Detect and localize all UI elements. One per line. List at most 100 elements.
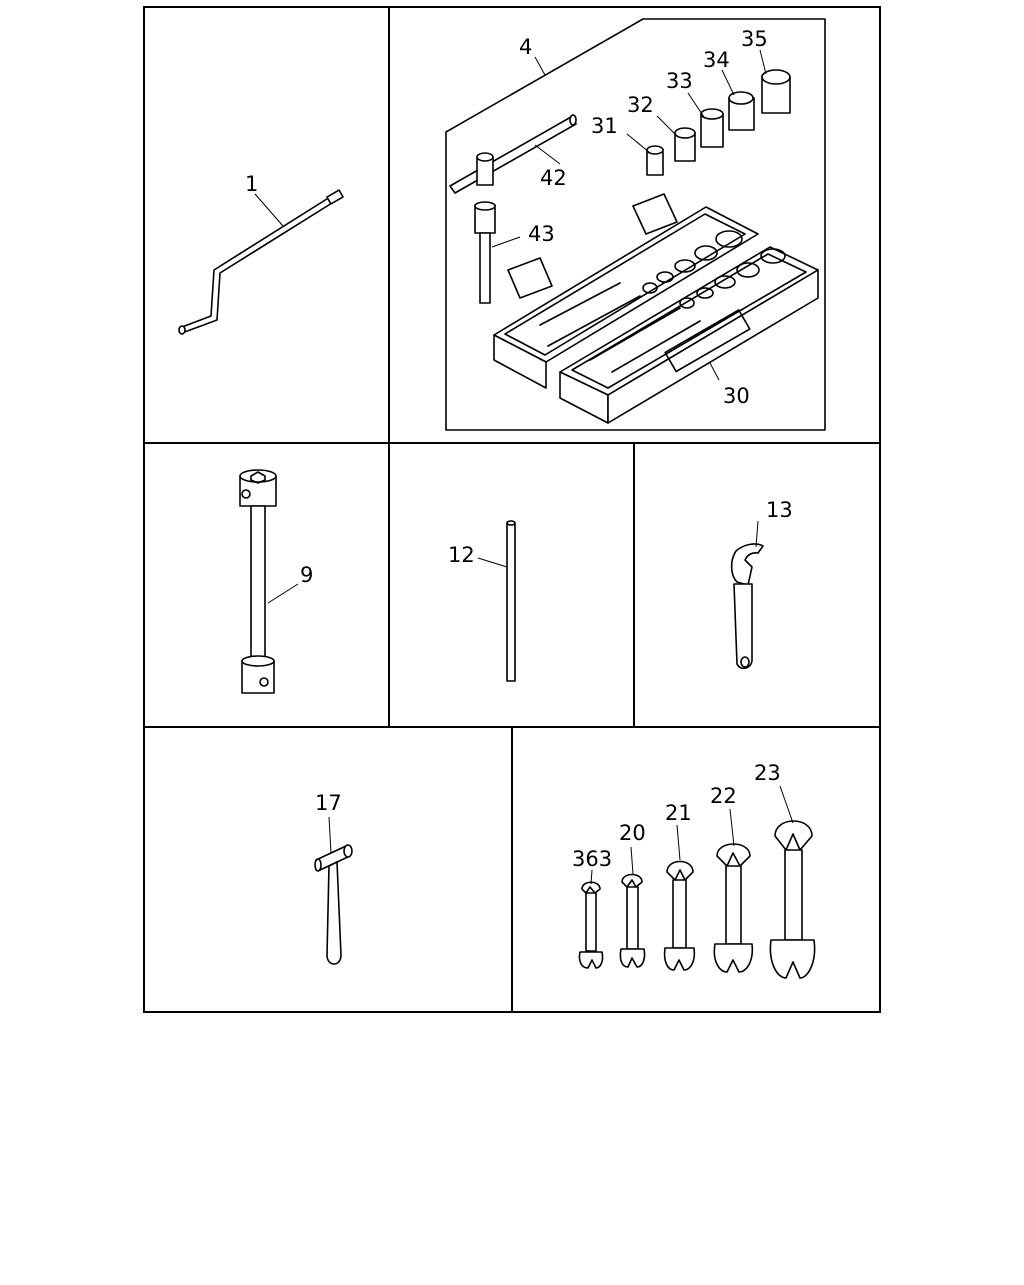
case-latch-right — [632, 193, 678, 235]
leader-363 — [590, 869, 593, 885]
case-lid-slots — [539, 282, 641, 347]
spanner-21-bottom-jaw — [663, 947, 696, 971]
callout-4: 4 — [519, 35, 532, 59]
adjustable-wrench-hole — [740, 656, 750, 668]
case-base-hole-4 — [736, 262, 760, 278]
tool-case-part: 30 — [493, 193, 819, 424]
case-base-hole-3 — [714, 275, 736, 289]
extension-bar-part: 43 — [474, 201, 555, 304]
leader-42 — [534, 144, 561, 165]
case-base-hole-5 — [760, 248, 786, 264]
wheel-brace-rod-a — [181, 196, 331, 328]
case-base-slots — [589, 307, 701, 373]
spanner-363-top-jaw — [581, 881, 601, 894]
callout-21: 21 — [665, 801, 692, 825]
extension-bar-shaft — [479, 232, 491, 304]
case-hole-4 — [694, 245, 718, 261]
tee-handle-part: 42 — [449, 114, 577, 194]
spanner-21-part: 21 — [663, 801, 696, 971]
bar-12-part: 12 — [448, 520, 516, 682]
tool-case-set: 4 42 43 31 32 — [445, 18, 826, 431]
case-base-front — [607, 269, 819, 424]
spanner-363-shaft — [585, 892, 597, 952]
box-wrench-top-rim — [239, 469, 277, 483]
callout-34: 34 — [703, 48, 730, 72]
hammer-peen — [343, 844, 353, 858]
adjustable-wrench-part: 13 — [730, 498, 793, 670]
box-wrench-bottom-hole — [259, 677, 269, 687]
socket-33-part: 33 — [666, 69, 724, 148]
callout-23: 23 — [754, 761, 781, 785]
socket-34-top — [728, 91, 754, 105]
callout-9: 9 — [300, 563, 313, 587]
bar-12-rod — [506, 522, 516, 682]
leader-4 — [534, 56, 546, 76]
bar-12-top — [506, 520, 516, 526]
panel-grid — [143, 6, 881, 1013]
box-wrench-hex — [250, 471, 266, 484]
adjustable-wrench-handle — [733, 583, 753, 670]
spanner-20-top-jaw — [621, 873, 643, 888]
callout-43: 43 — [528, 222, 555, 246]
leader-21 — [676, 824, 681, 861]
leader-12 — [477, 557, 508, 568]
spanner-22-top-jaw — [716, 843, 751, 867]
case-hole-2 — [656, 271, 674, 283]
spanner-22-shaft — [725, 865, 742, 945]
callout-17: 17 — [315, 791, 342, 815]
wheel-brace-rod-b — [181, 202, 333, 334]
case-base-hole-1 — [679, 297, 695, 309]
hammer-handle — [326, 861, 342, 965]
spanner-20-shaft — [626, 886, 639, 950]
leader-32 — [656, 115, 678, 137]
case-base-rim — [571, 253, 807, 389]
leader-23 — [779, 785, 794, 824]
spanner-set: 363 20 21 22 — [572, 761, 816, 979]
leader-22 — [729, 808, 735, 847]
hammer-part: 17 — [314, 791, 353, 965]
box-wrench-top-hole — [241, 489, 251, 499]
spanner-20-part: 20 — [619, 821, 646, 968]
leader-34 — [721, 69, 735, 96]
socket-33-top — [700, 108, 724, 120]
callout-22: 22 — [710, 784, 737, 808]
leader-30 — [709, 362, 720, 381]
tee-handle-bar-end — [569, 114, 577, 126]
wheel-brace-end — [178, 325, 186, 335]
spanner-363-part: 363 — [572, 847, 612, 969]
callout-12: 12 — [448, 543, 475, 567]
spanner-23-shaft — [784, 849, 803, 941]
wheel-brace-tip — [326, 189, 344, 205]
leader-35 — [759, 49, 767, 75]
spanner-22-part: 22 — [710, 784, 754, 973]
callout-363: 363 — [572, 847, 612, 871]
case-hole-3 — [674, 259, 696, 273]
spanner-22-bottom-jaw — [713, 943, 754, 973]
leader-17 — [328, 816, 332, 854]
tool-set-inset-frame — [445, 18, 826, 431]
callout-35: 35 — [741, 27, 768, 51]
spanner-23-top-jaw — [774, 820, 813, 851]
callout-30: 30 — [723, 384, 750, 408]
spanner-363-bottom-jaw — [578, 951, 604, 969]
callout-20: 20 — [619, 821, 646, 845]
leader-13 — [755, 520, 759, 548]
wheel-brace-part: 1 — [178, 172, 344, 335]
callout-31: 31 — [591, 114, 618, 138]
hammer-face — [314, 858, 322, 872]
spanner-23-bottom-jaw — [769, 939, 816, 979]
leader-20 — [630, 846, 634, 875]
socket-31-part: 31 — [591, 114, 664, 176]
leader-43 — [491, 236, 521, 248]
socket-35-top — [761, 69, 791, 85]
case-latch-left — [507, 257, 553, 299]
callout-32: 32 — [627, 93, 654, 117]
tee-handle-sleeve-top — [476, 152, 494, 162]
socket-35-part: 35 — [741, 27, 791, 114]
callout-42: 42 — [540, 166, 567, 190]
callout-1: 1 — [245, 172, 258, 196]
callout-33: 33 — [666, 69, 693, 93]
spanner-21-top-jaw — [666, 860, 694, 881]
